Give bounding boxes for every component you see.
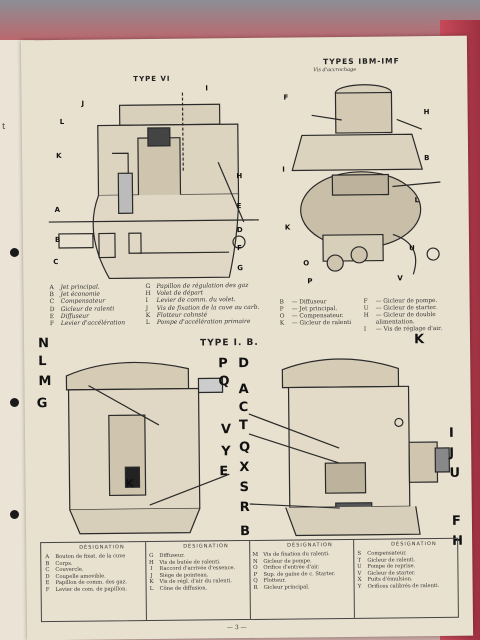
- binder-hole: [10, 398, 19, 407]
- types-ibm-label: B: [424, 154, 430, 163]
- types-ibm-label: P: [307, 277, 313, 286]
- types-ibm-label: V: [397, 274, 403, 283]
- type-ib-center-label: Q: [239, 439, 251, 456]
- type-ib-left-label: K: [125, 477, 135, 491]
- type-vi-diagram: [48, 92, 259, 280]
- types-ibm-label: O: [303, 259, 310, 268]
- type-ib-left-label: P: [218, 356, 228, 372]
- column-descriptions: Vis de fixation du ralenti.Gicleur de po…: [263, 551, 336, 591]
- type-ib-center-label: C: [238, 399, 249, 416]
- types-ibm-label: H: [423, 108, 430, 117]
- legend-row: I— Vis de réglage d'air.: [363, 325, 443, 333]
- type-ib-left-label: M: [38, 374, 52, 390]
- column-descriptions: Compensateur.Gicleur de ralenti.Pompe de…: [367, 550, 440, 590]
- types-ibm-label: F: [283, 93, 289, 102]
- type-vi-label: A: [54, 205, 61, 215]
- type-ib-left-label: G: [36, 396, 48, 412]
- type-ib-title: TYPE I. B.: [200, 337, 259, 349]
- type-ib-center-label: S: [239, 479, 250, 496]
- types-ibm-legend-right: F— Gicleur de pompe. U— Gicleur de start…: [364, 298, 443, 334]
- type-ib-center-label: X: [239, 459, 250, 476]
- type-ib-left-label: L: [38, 354, 47, 370]
- type-ib-left-label: E: [219, 464, 229, 480]
- type-ib-right-label: F: [451, 513, 461, 529]
- type-ib-right-label: J: [449, 445, 455, 461]
- type-ib-right-label: I: [448, 425, 454, 441]
- types-ibm-label: K: [284, 223, 291, 232]
- column-header: DÉSIGNATION: [287, 542, 333, 549]
- binder-hole: [10, 510, 19, 519]
- type-vi-label: B: [54, 235, 61, 245]
- type-ib-left-label: N: [37, 336, 50, 352]
- column-header: DÉSIGNATION: [79, 544, 125, 551]
- type-vi-label: H: [236, 172, 243, 181]
- types-ibm-title: TYPES IBM-IMF: [323, 56, 400, 67]
- types-ibm-label: I: [282, 165, 285, 174]
- type-vi-label: E: [236, 202, 242, 211]
- types-ibm-legend-left: B— Diffuseur P— Jet principal. O— Compen…: [280, 299, 352, 328]
- type-ib-left-label: Q: [218, 374, 230, 390]
- types-ibm-diagram: [291, 84, 441, 275]
- type-vi-label: D: [236, 226, 243, 235]
- type-vi-label: L: [59, 117, 65, 126]
- legend-row: K— Gicleur de ralenti: [279, 319, 352, 327]
- type-ib-center-label: B: [239, 523, 251, 540]
- type-vi-label: I: [205, 84, 209, 93]
- types-ibm-label: U: [409, 244, 415, 253]
- vis-accrochage-label: Vis d'accrochage: [313, 66, 357, 74]
- type-vi-label: J: [81, 99, 85, 108]
- type-ib-right-label: K: [413, 332, 425, 348]
- binder-hole: [10, 248, 19, 257]
- type-vi-label: G: [237, 264, 244, 273]
- type-ib-center-label: D: [238, 355, 250, 372]
- type-ib-center-label: T: [238, 417, 248, 434]
- type-vi-label: K: [56, 151, 62, 160]
- type-ib-center-label: R: [239, 499, 250, 516]
- type-vi-label: C: [53, 257, 59, 267]
- column-descriptions: Diffuseur.Vis de butée de ralenti.Raccor…: [159, 552, 236, 592]
- left-edge-letter: t: [2, 122, 6, 131]
- column-header: DÉSIGNATION: [391, 541, 437, 548]
- type-ib-left-label: Y: [221, 444, 231, 460]
- column-header: DÉSIGNATION: [183, 543, 229, 550]
- type-ib-center-label: A: [238, 381, 249, 398]
- type-ib-diagram: [65, 358, 451, 537]
- type-ib-right-label: U: [449, 465, 461, 481]
- types-ibm-label: L: [414, 196, 420, 205]
- type-ib-left-label: V: [220, 422, 232, 438]
- type-vi-label: F: [237, 244, 242, 253]
- page-number: — 3 —: [226, 624, 247, 632]
